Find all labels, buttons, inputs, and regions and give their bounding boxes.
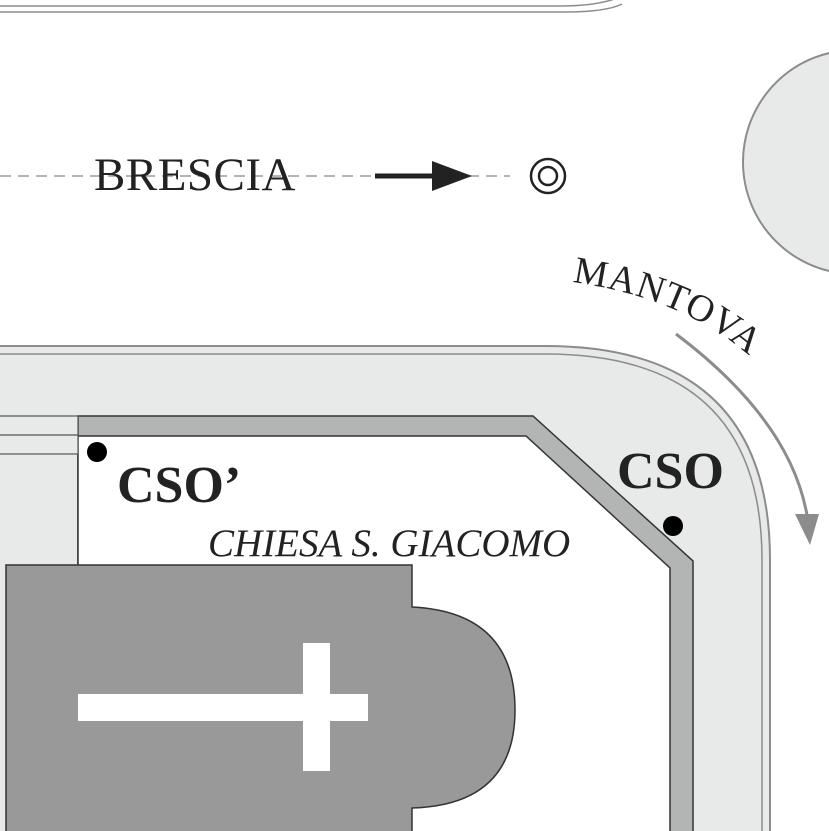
road-outer-edge-2	[0, 353, 763, 831]
stop-marker-right[interactable]	[663, 516, 683, 536]
curved-arrow-icon	[675, 332, 809, 516]
arrow-right-icon	[375, 161, 472, 191]
church-label: CHIESA S. GIACOMO	[208, 522, 571, 565]
stop-label-right: CSO	[617, 443, 724, 500]
cross-icon	[78, 643, 368, 771]
roundabout	[742, 52, 829, 272]
road-top-edge-inner	[0, 3, 623, 13]
curved-arrow-head	[795, 514, 819, 545]
street-label-brescia: BRESCIA	[94, 149, 296, 201]
mantova-label: MANTOVA	[571, 249, 771, 363]
stop-label-left: CSO’	[117, 457, 242, 514]
stop-marker-left[interactable]	[87, 442, 107, 462]
road-outer-edge	[0, 345, 771, 831]
target-icon	[529, 157, 567, 195]
road-top-edge	[0, 0, 614, 7]
